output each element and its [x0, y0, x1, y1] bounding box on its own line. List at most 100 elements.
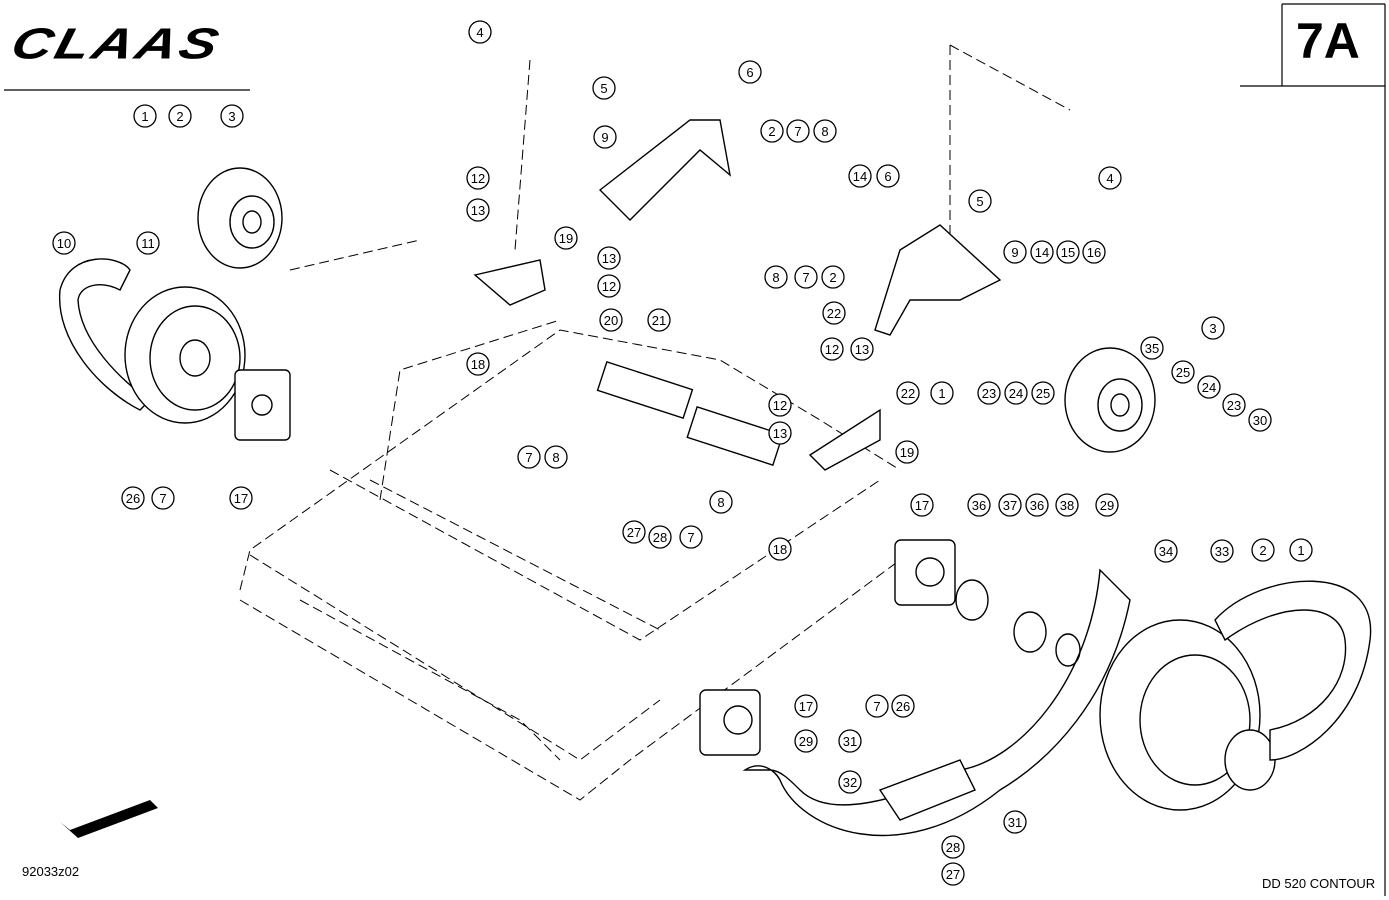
callout-8: 8: [813, 119, 837, 143]
callout-circle: [941, 862, 965, 886]
callout-circle: [967, 493, 991, 517]
callout-33: 33: [1210, 539, 1234, 563]
callout-38: 38: [1055, 493, 1079, 517]
callout-1: 1: [1289, 538, 1313, 562]
callout-circle: [466, 198, 490, 222]
callout-circle: [838, 770, 862, 794]
callout-circle: [554, 226, 578, 250]
callout-2: 2: [1251, 538, 1275, 562]
callout-circle: [1003, 240, 1027, 264]
callout-circle: [1248, 408, 1272, 432]
callout-number: 9: [601, 130, 608, 145]
callout-circle: [848, 164, 872, 188]
bracket-19-top: [473, 259, 546, 306]
callout-number: 11: [141, 236, 155, 251]
callout-circle: [813, 119, 837, 143]
callout-circle: [764, 265, 788, 289]
callout-number: 14: [1035, 245, 1049, 260]
callout-19: 19: [895, 440, 919, 464]
callout-circle: [1171, 360, 1195, 384]
callout-circle: [977, 381, 1001, 405]
callout-circle: [133, 104, 157, 128]
callout-36: 36: [1025, 493, 1049, 517]
callout-15: 15: [1056, 240, 1080, 264]
callout-number: 9: [1011, 245, 1018, 260]
callout-8: 8: [544, 445, 568, 469]
callout-circle: [896, 381, 920, 405]
callout-number: 24: [1009, 386, 1023, 401]
callout-circle: [622, 520, 646, 544]
callout-7: 7: [679, 525, 703, 549]
callout-number: 12: [471, 171, 485, 186]
callout-10: 10: [52, 231, 76, 255]
callout-number: 27: [946, 867, 960, 882]
callout-number: 14: [853, 169, 867, 184]
callout-number: 21: [652, 313, 666, 328]
callout-circle: [820, 337, 844, 361]
callout-3: 3: [1201, 316, 1225, 340]
callout-number: 32: [843, 775, 857, 790]
callout-circle: [1289, 538, 1313, 562]
callout-circle: [1003, 810, 1027, 834]
callout-26: 26: [121, 486, 145, 510]
callout-24: 24: [1004, 381, 1028, 405]
callout-number: 2: [1259, 543, 1266, 558]
callout-number: 3: [1209, 321, 1216, 336]
callout-circle: [1201, 316, 1225, 340]
callout-number: 34: [1159, 544, 1173, 559]
callout-13: 13: [850, 337, 874, 361]
callout-number: 8: [717, 495, 724, 510]
callout-number: 22: [827, 306, 841, 321]
callout-number: 17: [234, 491, 248, 506]
callout-circle: [647, 308, 671, 332]
callout-22: 22: [822, 301, 846, 325]
callout-17: 17: [910, 493, 934, 517]
callout-circle: [648, 525, 672, 549]
callout-number: 8: [552, 450, 559, 465]
callout-number: 7: [794, 124, 801, 139]
callout-number: 33: [1215, 544, 1229, 559]
callout-circle: [679, 525, 703, 549]
callout-circle: [794, 265, 818, 289]
callout-3: 3: [220, 104, 244, 128]
lever-arm-right: [874, 224, 1002, 336]
callout-circle: [1095, 493, 1119, 517]
chassis-frame: [239, 44, 1071, 801]
callout-circle: [168, 104, 192, 128]
callout-number: 12: [773, 398, 787, 413]
callout-number: 7: [525, 450, 532, 465]
callout-number: 19: [900, 445, 914, 460]
callout-circle: [968, 189, 992, 213]
callout-4: 4: [468, 20, 492, 44]
page-id: 7A: [1296, 13, 1360, 69]
callout-circle: [821, 265, 845, 289]
callout-27: 27: [622, 520, 646, 544]
callout-circle: [1197, 375, 1221, 399]
callout-24: 24: [1197, 375, 1221, 399]
callout-circle: [891, 694, 915, 718]
callout-number: 7: [687, 530, 694, 545]
callout-8: 8: [764, 265, 788, 289]
callout-number: 37: [1003, 498, 1017, 513]
callout-number: 18: [773, 542, 787, 557]
callout-number: 28: [946, 840, 960, 855]
callout-circle: [768, 421, 792, 445]
callout-circle: [865, 694, 889, 718]
callout-12: 12: [466, 166, 490, 190]
callout-1: 1: [133, 104, 157, 128]
callout-number: 1: [141, 109, 148, 124]
pulley-and-belt-parts: [59, 119, 1372, 837]
callout-7: 7: [517, 445, 541, 469]
callout-27: 27: [941, 862, 965, 886]
callout-13: 13: [768, 421, 792, 445]
shaft-main: [596, 360, 694, 420]
ring-38: [1055, 633, 1081, 667]
callout-circle: [592, 76, 616, 100]
callout-number: 10: [57, 236, 71, 251]
callout-25: 25: [1031, 381, 1055, 405]
callout-number: 13: [602, 251, 616, 266]
callout-number: 30: [1253, 413, 1267, 428]
callout-circle: [151, 486, 175, 510]
